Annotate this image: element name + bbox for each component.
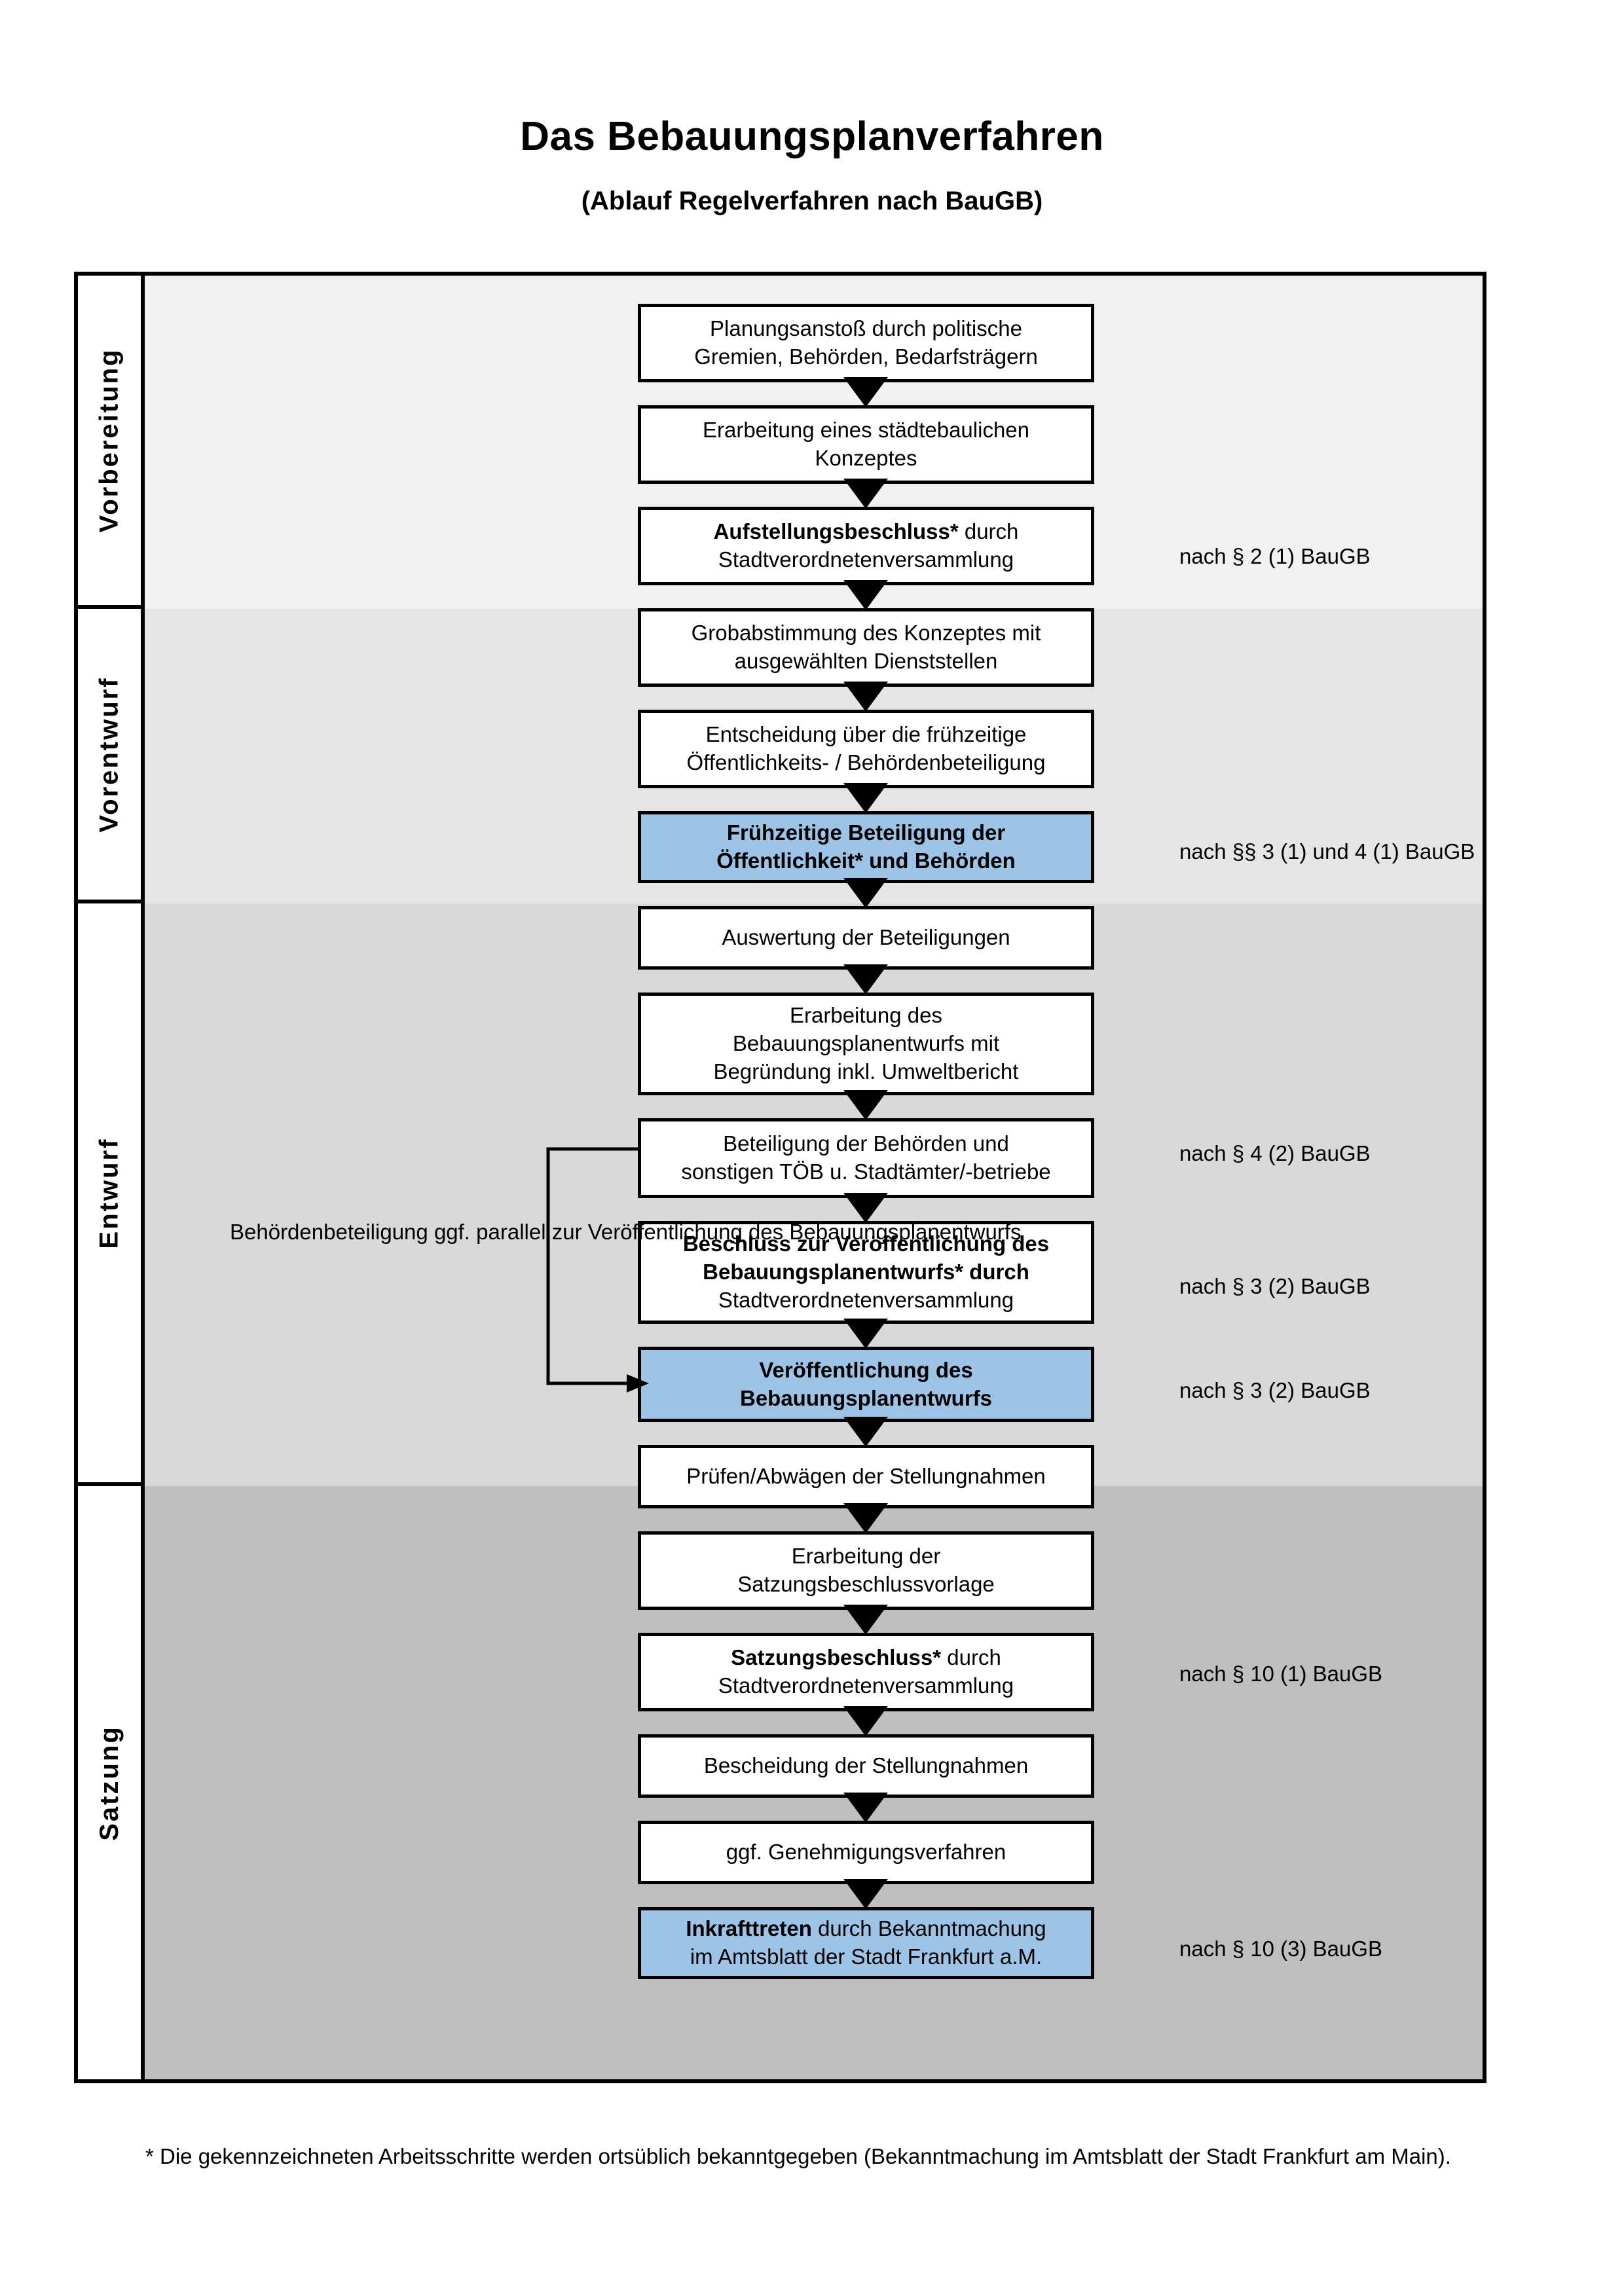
node-line: Erarbeitung der bbox=[791, 1544, 941, 1569]
phase-label-column: Vorbereitung Vorentwurf Entwurf Satzung bbox=[78, 276, 145, 2079]
node-line: Planungsanstoß durch politische bbox=[710, 316, 1022, 341]
node-aufstellungsbeschluss: Aufstellungsbeschluss* durch Stadtverord… bbox=[638, 507, 1094, 585]
node-line: Frühzeitige Beteiligung der bbox=[726, 820, 1006, 845]
node-entscheidung-beteiligung: Entscheidung über die frühzeitige Öffent… bbox=[638, 710, 1094, 788]
node-genehmigungsverfahren: ggf. Genehmigungsverfahren bbox=[638, 1821, 1094, 1884]
node-line: Bebauungsplanentwurfs* durch bbox=[703, 1258, 1029, 1286]
node-line: Beteiligung der Behörden und bbox=[723, 1131, 1009, 1156]
footnote-text: * Die gekennzeichneten Arbeitsschritte w… bbox=[145, 2144, 1451, 2168]
node-line: Bebauungsplanentwurfs bbox=[739, 1385, 993, 1410]
phase-cell-entwurf: Entwurf bbox=[78, 903, 141, 1486]
node-line: Inkrafttreten durch Bekanntmachung bbox=[686, 1916, 1046, 1941]
side-note-line: Behördenbeteiligung bbox=[230, 1220, 428, 1244]
node-line: Satzungsbeschluss* durch bbox=[731, 1644, 1001, 1672]
side-note-line: Bebauungsplanentwurfs bbox=[789, 1220, 1022, 1244]
arrow-down-icon bbox=[843, 964, 888, 994]
node-line: Beschluss zur Veröffentlichung des bbox=[682, 1231, 1050, 1256]
arrow-down-icon bbox=[843, 1793, 888, 1823]
phase-cell-satzung: Satzung bbox=[78, 1486, 141, 2079]
arrow-down-icon bbox=[843, 580, 888, 610]
node-line-bold: Bebauungsplanentwurfs* durch bbox=[703, 1260, 1029, 1285]
node-line: Grobabstimmung des Konzeptes mit bbox=[691, 621, 1041, 646]
node-line: Konzeptes bbox=[815, 446, 917, 470]
node-konzept: Erarbeitung eines städtebaulichen Konzep… bbox=[638, 405, 1094, 484]
ref-par10-3: nach § 10 (3) BauGB bbox=[1179, 1937, 1383, 1961]
node-grobabstimmung: Grobabstimmung des Konzeptes mit ausgewä… bbox=[638, 608, 1094, 687]
node-line: Öffentlichkeits- / Behördenbeteiligung bbox=[686, 750, 1046, 774]
node-line-rest: durch bbox=[941, 1645, 1001, 1670]
side-note-behoerdenbeteiligung: Behördenbeteiligung ggf. parallel zur Ve… bbox=[230, 1218, 1021, 1247]
page-subtitle: (Ablauf Regelverfahren nach BauGB) bbox=[581, 187, 1043, 216]
node-satzungsbeschlussvorlage: Erarbeitung der Satzungsbeschlussvorlage bbox=[638, 1531, 1094, 1610]
node-veroeffentlichung: Veröffentlichung des Bebauungsplanentwur… bbox=[638, 1347, 1094, 1422]
arrow-down-icon bbox=[843, 1706, 888, 1736]
phase-cell-vorbereitung: Vorbereitung bbox=[78, 276, 141, 609]
arrow-down-icon bbox=[843, 878, 888, 908]
node-line: Stadtverordnetenversammlung bbox=[718, 1287, 1014, 1312]
bracket-connector bbox=[546, 1147, 649, 1393]
flow-area: Planungsanstoß durch politische Gremien,… bbox=[145, 276, 1483, 2079]
node-line: Entscheidung über die frühzeitige bbox=[705, 722, 1027, 747]
arrow-down-icon bbox=[843, 1503, 888, 1533]
node-line: Bescheidung der Stellungnahmen bbox=[703, 1753, 1029, 1778]
ref-par3-2-a: nach § 3 (2) BauGB bbox=[1179, 1274, 1371, 1298]
node-auswertung: Auswertung der Beteiligungen bbox=[638, 906, 1094, 970]
arrow-down-icon bbox=[843, 1879, 888, 1909]
page-title: Das Bebauungsplanverfahren bbox=[520, 114, 1104, 159]
node-line: sonstigen TÖB u. Stadtämter/-betriebe bbox=[681, 1159, 1051, 1184]
phase-label-entwurf: Entwurf bbox=[94, 1137, 124, 1248]
arrow-down-icon bbox=[843, 1417, 888, 1447]
node-line: Erarbeitung des bbox=[790, 1003, 942, 1028]
arrow-down-icon bbox=[843, 783, 888, 813]
node-inkrafttreten: Inkrafttreten durch Bekanntmachung im Am… bbox=[638, 1907, 1094, 1979]
node-line-bold: Satzungsbeschluss* bbox=[731, 1645, 942, 1670]
node-erarbeitung-entwurf: Erarbeitung des Bebauungsplanentwurfs mi… bbox=[638, 993, 1094, 1095]
arrow-down-icon bbox=[843, 377, 888, 407]
node-satzungsbeschluss: Satzungsbeschluss* durch Stadtverordnete… bbox=[638, 1633, 1094, 1711]
node-line: Begründung inkl. Umweltbericht bbox=[713, 1059, 1019, 1084]
node-line-rest: durch bbox=[958, 519, 1019, 544]
side-note-line: ggf. parallel zur bbox=[434, 1220, 582, 1244]
node-beschluss-veroeffentlichung: Beschluss zur Veröffentlichung des Bebau… bbox=[638, 1221, 1094, 1324]
node-line: Veröffentlichung des bbox=[759, 1357, 973, 1382]
node-line: Bebauungsplanentwurfs mit bbox=[732, 1031, 1000, 1056]
phase-label-vorbereitung: Vorbereitung bbox=[94, 348, 124, 533]
node-line: Stadtverordnetenversammlung bbox=[718, 547, 1014, 572]
arrow-down-icon bbox=[843, 682, 888, 712]
node-line: Prüfen/Abwägen der Stellungnahmen bbox=[686, 1464, 1046, 1489]
node-bescheidung: Bescheidung der Stellungnahmen bbox=[638, 1734, 1094, 1798]
arrow-down-icon bbox=[843, 479, 888, 509]
arrow-down-icon bbox=[843, 1090, 888, 1120]
node-line: im Amtsblatt der Stadt Frankfurt a.M. bbox=[690, 1944, 1043, 1969]
side-note-line: Veröffentlichung des bbox=[587, 1220, 784, 1244]
phase-label-vorentwurf: Vorentwurf bbox=[94, 676, 124, 833]
ref-par2: nach § 2 (1) BauGB bbox=[1179, 544, 1371, 568]
node-line: Öffentlichkeit* und Behörden bbox=[716, 848, 1016, 873]
arrow-down-icon bbox=[843, 1319, 888, 1349]
node-line: Auswertung der Beteiligungen bbox=[722, 925, 1010, 950]
node-fruehzeitige-beteiligung: Frühzeitige Beteiligung der Öffentlichke… bbox=[638, 811, 1094, 883]
phase-cell-vorentwurf: Vorentwurf bbox=[78, 609, 141, 903]
node-line: Satzungsbeschlussvorlage bbox=[737, 1572, 995, 1596]
ref-par3-2-b: nach § 3 (2) BauGB bbox=[1179, 1378, 1371, 1402]
node-line: Stadtverordnetenversammlung bbox=[718, 1673, 1014, 1698]
flowchart-frame: Vorbereitung Vorentwurf Entwurf Satzung … bbox=[74, 272, 1486, 2083]
title-block: Das Bebauungsplanverfahren (Ablauf Regel… bbox=[0, 114, 1624, 216]
ref-par10-1: nach § 10 (1) BauGB bbox=[1179, 1662, 1383, 1686]
ref-par4-2: nach § 4 (2) BauGB bbox=[1179, 1141, 1371, 1165]
node-line: ausgewählten Dienststellen bbox=[734, 649, 998, 673]
node-planungsanstoss: Planungsanstoß durch politische Gremien,… bbox=[638, 304, 1094, 382]
node-line: ggf. Genehmigungsverfahren bbox=[726, 1840, 1006, 1865]
arrow-down-icon bbox=[843, 1605, 888, 1635]
arrow-down-icon bbox=[843, 1193, 888, 1223]
ref-par3-1-4-1: nach §§ 3 (1) und 4 (1) BauGB bbox=[1179, 839, 1475, 864]
node-line-bold: Aufstellungsbeschluss* bbox=[713, 519, 959, 544]
node-line: Erarbeitung eines städtebaulichen bbox=[702, 418, 1029, 443]
node-line: Gremien, Behörden, Bedarfsträgern bbox=[694, 344, 1038, 369]
node-beteiligung-behoerden: Beteiligung der Behörden und sonstigen T… bbox=[638, 1118, 1094, 1198]
node-line-bold: Inkrafttreten bbox=[686, 1916, 812, 1941]
node-pruefen-abwaegen: Prüfen/Abwägen der Stellungnahmen bbox=[638, 1445, 1094, 1508]
node-line: Aufstellungsbeschluss* durch bbox=[714, 518, 1019, 546]
phase-label-satzung: Satzung bbox=[94, 1724, 124, 1841]
